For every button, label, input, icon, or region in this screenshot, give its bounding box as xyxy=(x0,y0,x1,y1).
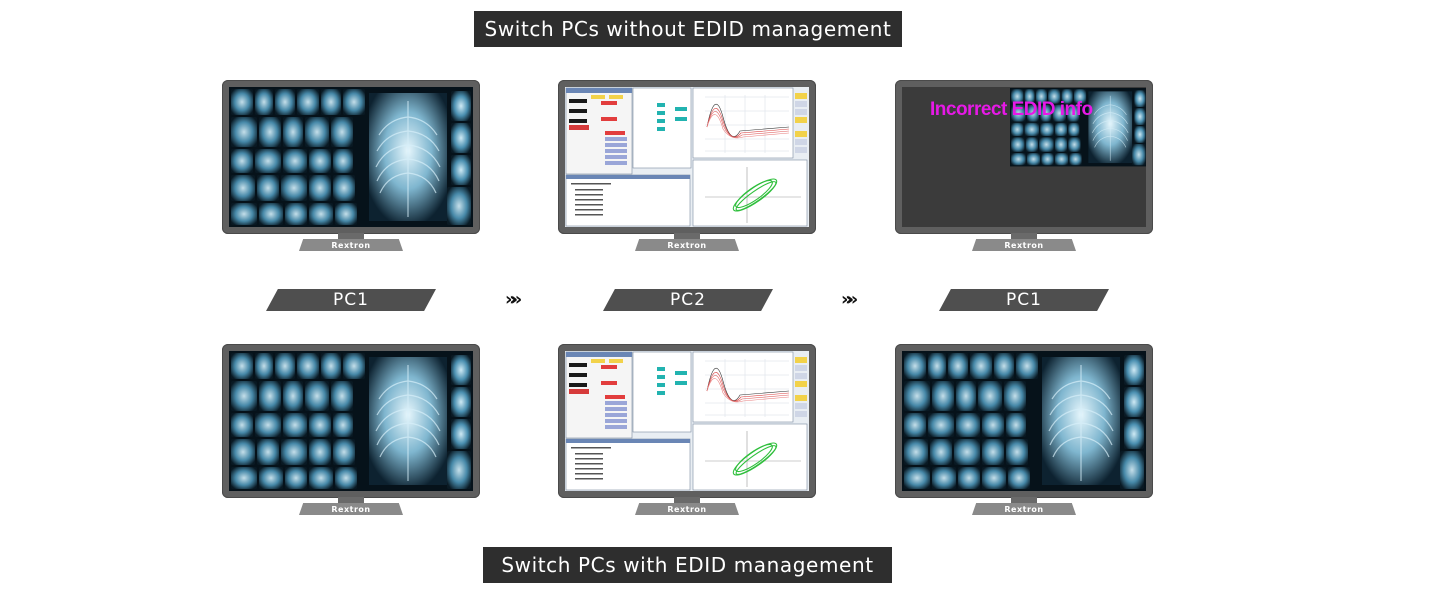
monitor-base xyxy=(299,503,403,515)
banner-with-edid: Switch PCs with EDID management xyxy=(483,547,892,583)
monitor-base xyxy=(972,239,1076,251)
monitor-brand: Rextron xyxy=(331,240,371,250)
monitor-brand: Rextron xyxy=(1004,504,1044,514)
monitor-bottom-pc2: Rextron xyxy=(558,344,816,515)
monitor-brand: Rextron xyxy=(331,504,371,514)
monitor-screen-incorrect: Incorrect EDID info xyxy=(902,87,1146,227)
incorrect-edid-warning: Incorrect EDID info xyxy=(930,99,1093,120)
monitor-neck xyxy=(338,233,364,239)
step-label-3: PC1 xyxy=(939,289,1109,311)
step-label-1: PC1 xyxy=(266,289,436,311)
monitor-neck xyxy=(674,233,700,239)
monitor-neck xyxy=(1011,497,1037,503)
monitor-brand: Rextron xyxy=(1004,240,1044,250)
monitor-top-pc1: Rextron xyxy=(222,80,480,251)
monitor-screen-app xyxy=(565,87,809,227)
monitor-base xyxy=(299,239,403,251)
step-label-2: PC2 xyxy=(603,289,773,311)
banner-without-edid: Switch PCs without EDID management xyxy=(474,11,902,47)
monitor-top-pc2: Rextron xyxy=(558,80,816,251)
monitor-brand: Rextron xyxy=(667,240,707,250)
monitor-neck xyxy=(674,497,700,503)
monitor-screen-xray xyxy=(229,87,473,227)
triple-chevron-right-icon: »» xyxy=(841,289,858,310)
monitor-screen-xray xyxy=(229,351,473,491)
monitor-bottom-pc1-correct: Rextron xyxy=(895,344,1153,515)
triple-chevron-right-icon: »» xyxy=(505,289,522,310)
monitor-base xyxy=(635,239,739,251)
monitor-base xyxy=(635,503,739,515)
monitor-brand: Rextron xyxy=(667,504,707,514)
monitor-top-pc1-incorrect: Incorrect EDID info Rextron xyxy=(895,80,1153,251)
monitor-screen-app xyxy=(565,351,809,491)
monitor-screen-xray xyxy=(902,351,1146,491)
monitor-base xyxy=(972,503,1076,515)
monitor-bottom-pc1: Rextron xyxy=(222,344,480,515)
monitor-neck xyxy=(1011,233,1037,239)
monitor-neck xyxy=(338,497,364,503)
